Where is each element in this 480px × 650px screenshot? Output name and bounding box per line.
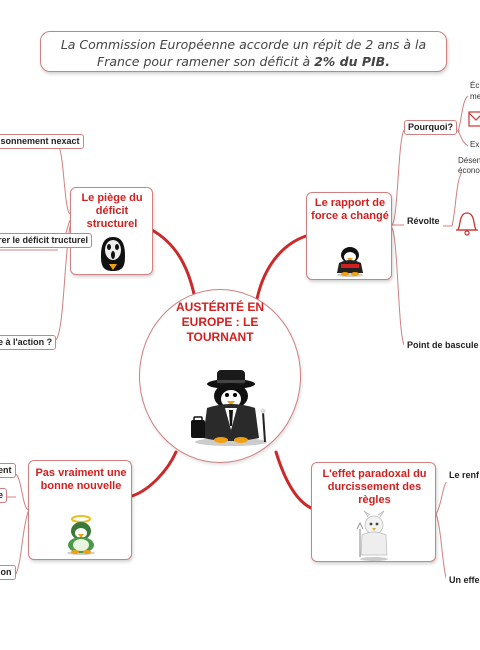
penguin-mafia-icon bbox=[191, 370, 267, 446]
leaf-bottom-right-2[interactable]: Un effe bbox=[446, 574, 480, 587]
ghost-penguin-icon bbox=[356, 510, 388, 561]
sub-leaf-2[interactable]: me bbox=[470, 92, 480, 101]
headline-box: La Commission Européenne accorde un répi… bbox=[40, 31, 447, 72]
headline-text: La Commission Européenne accorde un répi… bbox=[60, 37, 427, 69]
leaf-label: ent bbox=[0, 465, 12, 475]
branch-title: Le rapport de force a changé bbox=[311, 197, 389, 222]
leaf-bottom-right-1[interactable]: Le renf bbox=[446, 469, 480, 482]
leaf-bottom-left-3[interactable]: ion bbox=[0, 565, 16, 580]
leaf-point-de-bascule[interactable]: Point de bascule bbox=[404, 339, 480, 352]
bell-icon bbox=[456, 212, 478, 236]
penguin-icon bbox=[337, 247, 363, 277]
leaf-label: Révolte bbox=[407, 216, 440, 226]
leaf-revolte[interactable]: Révolte bbox=[404, 215, 443, 228]
branch-title: L'effet paradoxal du durcissement des rè… bbox=[322, 468, 427, 506]
branch-rapport-de-force[interactable]: Le rapport de force a changé bbox=[306, 192, 392, 280]
leaf-label: isonnement nexact bbox=[0, 136, 80, 146]
leaf-bottom-left-1[interactable]: ent bbox=[0, 463, 16, 478]
leaf-label: Le renf bbox=[449, 470, 480, 480]
leaf-label: e à l'action ? bbox=[0, 337, 53, 347]
branch-effet-paradoxal[interactable]: L'effet paradoxal du durcissement des rè… bbox=[311, 462, 436, 562]
leaf-label: Pourquoi? bbox=[408, 122, 453, 132]
headline-bold: 2% du PIB. bbox=[314, 54, 390, 69]
leaf-top-left-1[interactable]: isonnement nexact bbox=[0, 134, 84, 149]
envelope-icon bbox=[468, 111, 480, 127]
leaf-top-left-2[interactable]: rer le déficit tructurel bbox=[0, 233, 93, 248]
branch-pas-vraiment[interactable]: Pas vraiment une bonne nouvelle bbox=[28, 460, 132, 560]
leaf-label: Point de bascule bbox=[407, 340, 479, 350]
angel-penguin-icon bbox=[67, 515, 95, 555]
leaf-label: ion bbox=[0, 567, 12, 577]
leaf-pourquoi[interactable]: Pourquoi? bbox=[404, 120, 457, 135]
central-node[interactable]: AUSTÉRITÉ EN EUROPE : LE TOURNANT bbox=[139, 289, 301, 463]
scream-penguin-icon bbox=[101, 237, 125, 271]
leaf-label: e bbox=[0, 490, 4, 500]
leaf-bottom-left-2[interactable]: e bbox=[0, 488, 8, 503]
central-title: AUSTÉRITÉ EN EUROPE : LE TOURNANT bbox=[175, 300, 264, 344]
branch-title: Pas vraiment une bonne nouvelle bbox=[35, 467, 127, 492]
sub-leaf-3[interactable]: Ex bbox=[470, 140, 480, 149]
leaf-top-left-3[interactable]: e à l'action ? bbox=[0, 335, 57, 350]
sub-leaf-1[interactable]: Éc bbox=[470, 81, 480, 90]
sub-leaf-5[interactable]: écono bbox=[458, 166, 480, 175]
leaf-label: Un effe bbox=[449, 575, 480, 585]
sub-leaf-4[interactable]: Désen bbox=[458, 156, 480, 165]
branch-deficit-structurel[interactable]: Le piège du déficit structurel bbox=[70, 187, 153, 275]
branch-title: Le piège du déficit structurel bbox=[81, 192, 143, 230]
leaf-label: rer le déficit tructurel bbox=[0, 235, 89, 245]
